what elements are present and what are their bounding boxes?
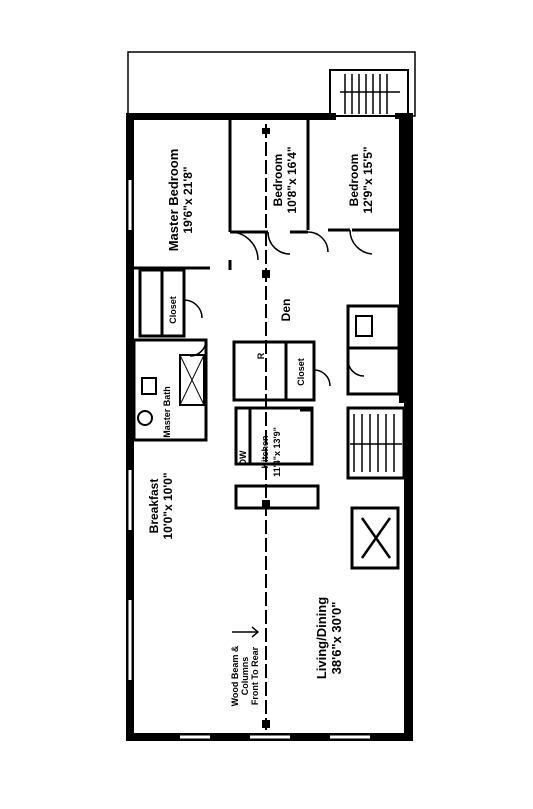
- breakfast-label: Breakfast: [147, 479, 161, 534]
- master-closet-label: Closet: [168, 296, 178, 324]
- kitchen-size: 11'4"x 13'9": [272, 427, 282, 477]
- master-bedroom-size: 19'6"x 21'8": [181, 166, 195, 233]
- bedroom-2-size: 10'8"x 16'4": [285, 146, 299, 213]
- den-closet-label: Closet: [296, 358, 306, 386]
- terrace-outline: [127, 51, 416, 117]
- beam-note-line-2: Columns: [240, 657, 250, 696]
- beam-note-line-1: Wood Beam &: [230, 645, 240, 706]
- wood-beam-line: [262, 124, 270, 730]
- living-dining-size: 38'6"x 30'0": [329, 602, 344, 675]
- bedroom-2-label: Bedroom: [271, 154, 285, 207]
- den-label: Den: [279, 299, 293, 322]
- interior-walls: [132, 120, 406, 570]
- bedroom-3-label: Bedroom: [347, 154, 361, 207]
- main-stair: [350, 414, 402, 472]
- windows: [128, 180, 370, 739]
- door-swings: [183, 229, 373, 387]
- dishwasher-label: DW: [238, 450, 248, 465]
- beam-arrow: [232, 626, 260, 638]
- elevator-icon: [360, 517, 392, 559]
- breakfast-size: 10'0"x 10'0": [161, 472, 175, 539]
- bedroom-3-size: 12'9"x 15'5": [361, 146, 375, 213]
- living-dining-label: Living/Dining: [314, 597, 329, 679]
- kitchen-label: Kitchen: [260, 435, 270, 468]
- master-bath-label: Master Bath: [162, 386, 172, 438]
- master-bedroom-label: Master Bedroom: [166, 149, 181, 252]
- rear-stair: [329, 69, 409, 117]
- beam-note-line-3: Front To Rear: [250, 646, 260, 705]
- refrigerator-label: R: [256, 352, 266, 359]
